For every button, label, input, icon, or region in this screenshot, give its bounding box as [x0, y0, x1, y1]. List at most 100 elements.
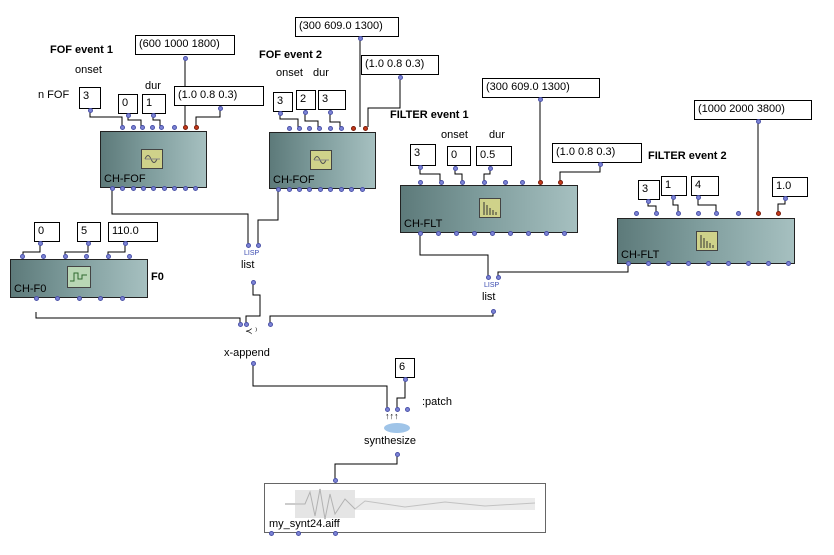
connection-port[interactable]: [395, 407, 400, 412]
connection-port[interactable]: [333, 531, 338, 536]
flt2-a-box[interactable]: 3: [638, 180, 660, 200]
connection-port[interactable]: [696, 211, 701, 216]
connection-port[interactable]: [418, 180, 423, 185]
connection-port[interactable]: [496, 275, 501, 280]
connection-port[interactable]: [756, 211, 761, 216]
x-append-object[interactable]: x-append: [224, 347, 270, 359]
connection-port[interactable]: [403, 377, 408, 382]
connection-port[interactable]: [55, 296, 60, 301]
connection-port[interactable]: [123, 241, 128, 246]
connection-port[interactable]: [418, 165, 423, 170]
connection-port[interactable]: [395, 452, 400, 457]
connection-port[interactable]: [783, 196, 788, 201]
connection-port[interactable]: [486, 275, 491, 280]
connection-port[interactable]: [333, 478, 338, 483]
connection-port[interactable]: [41, 254, 46, 259]
connection-port[interactable]: [339, 187, 344, 192]
flt1-a-box[interactable]: 3: [410, 144, 436, 166]
connection-port[interactable]: [398, 75, 403, 80]
fof1-onset-box[interactable]: 0: [118, 94, 138, 114]
connection-port[interactable]: [626, 261, 631, 266]
connection-port[interactable]: [251, 361, 256, 366]
connection-port[interactable]: [84, 254, 89, 259]
connection-port[interactable]: [538, 180, 543, 185]
connection-port[interactable]: [120, 125, 125, 130]
flt1-onset-box[interactable]: 0: [447, 146, 471, 166]
connection-port[interactable]: [358, 36, 363, 41]
connection-port[interactable]: [193, 186, 198, 191]
connection-port[interactable]: [654, 211, 659, 216]
connection-port[interactable]: [98, 296, 103, 301]
connection-port[interactable]: [453, 166, 458, 171]
connection-port[interactable]: [110, 186, 115, 191]
connection-port[interactable]: [256, 243, 261, 248]
connection-port[interactable]: [634, 211, 639, 216]
flt1-dur-box[interactable]: 0.5: [476, 146, 512, 166]
connection-port[interactable]: [120, 296, 125, 301]
connection-port[interactable]: [276, 187, 281, 192]
connection-port[interactable]: [120, 186, 125, 191]
connection-port[interactable]: [307, 126, 312, 131]
connection-port[interactable]: [488, 166, 493, 171]
connection-port[interactable]: [503, 180, 508, 185]
connection-port[interactable]: [287, 126, 292, 131]
connection-port[interactable]: [454, 231, 459, 236]
connection-port[interactable]: [544, 231, 549, 236]
connection-port[interactable]: [436, 231, 441, 236]
connection-port[interactable]: [183, 56, 188, 61]
flt2-freqs-box[interactable]: (1000 2000 3800): [694, 100, 812, 120]
connection-port[interactable]: [244, 322, 249, 327]
connection-port[interactable]: [77, 296, 82, 301]
fof2-amps-box[interactable]: (1.0 0.8 0.3): [361, 55, 439, 75]
connection-port[interactable]: [491, 309, 496, 314]
connection-port[interactable]: [126, 113, 131, 118]
connection-port[interactable]: [106, 254, 111, 259]
connection-port[interactable]: [351, 126, 356, 131]
connection-port[interactable]: [562, 231, 567, 236]
connection-port[interactable]: [159, 125, 164, 130]
connection-port[interactable]: [194, 125, 199, 130]
connection-port[interactable]: [127, 254, 132, 259]
fof1-amps-box[interactable]: (1.0 0.8 0.3): [174, 86, 264, 106]
synthesize-object[interactable]: synthesize: [364, 435, 416, 447]
connection-port[interactable]: [307, 187, 312, 192]
connection-port[interactable]: [318, 187, 323, 192]
fof1-dur-box[interactable]: 1: [142, 94, 166, 114]
connection-port[interactable]: [131, 125, 136, 130]
connection-port[interactable]: [151, 186, 156, 191]
list-object-2[interactable]: list: [482, 291, 496, 303]
connection-port[interactable]: [508, 231, 513, 236]
fof1-nfof-box[interactable]: 3: [79, 87, 101, 109]
connection-port[interactable]: [287, 187, 292, 192]
connection-port[interactable]: [696, 195, 701, 200]
connection-port[interactable]: [162, 186, 167, 191]
connection-port[interactable]: [439, 180, 444, 185]
connection-port[interactable]: [238, 322, 243, 327]
ch-flt-module-2[interactable]: CH-FLT: [617, 218, 795, 264]
connection-port[interactable]: [269, 531, 274, 536]
connection-port[interactable]: [328, 126, 333, 131]
ch-f0-module[interactable]: CH-F0: [10, 259, 148, 298]
connection-port[interactable]: [646, 199, 651, 204]
connection-port[interactable]: [538, 97, 543, 102]
connection-port[interactable]: [339, 126, 344, 131]
f0-a-box[interactable]: 0: [34, 222, 60, 242]
sound-file-display[interactable]: my_synt24.aiff: [264, 483, 546, 533]
connection-port[interactable]: [746, 261, 751, 266]
connection-port[interactable]: [150, 125, 155, 130]
connection-port[interactable]: [726, 261, 731, 266]
flt2-c-box[interactable]: 4: [691, 176, 719, 196]
fof2-c-box[interactable]: 3: [318, 90, 346, 110]
connection-port[interactable]: [172, 125, 177, 130]
f0-c-box[interactable]: 110.0: [108, 222, 158, 242]
flt2-d-box[interactable]: 1.0: [772, 177, 808, 197]
connection-port[interactable]: [472, 231, 477, 236]
connection-port[interactable]: [251, 280, 256, 285]
connection-port[interactable]: [482, 180, 487, 185]
connection-port[interactable]: [766, 261, 771, 266]
fof2-a-box[interactable]: 3: [273, 92, 293, 112]
connection-port[interactable]: [460, 180, 465, 185]
connection-port[interactable]: [297, 126, 302, 131]
fof2-freqs-box[interactable]: (300 609.0 1300): [295, 17, 399, 37]
connection-port[interactable]: [278, 111, 283, 116]
